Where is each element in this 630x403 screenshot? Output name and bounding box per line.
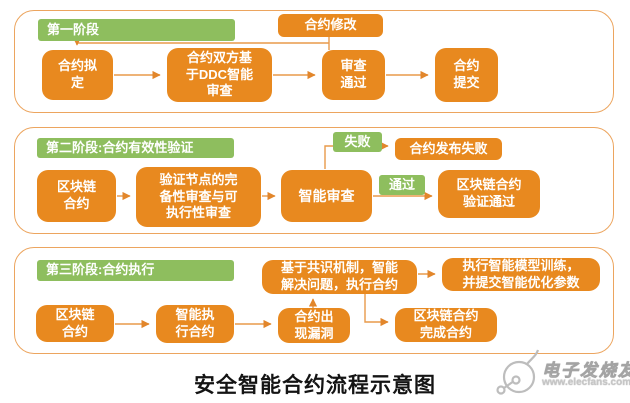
stage3-container	[14, 247, 614, 354]
node-vulnerability: 合约出 现漏洞	[278, 308, 350, 343]
node-blockchain-contract-s2: 区块链 合约	[37, 170, 116, 222]
node-verify-pass: 区块链合约 验证通过	[438, 170, 540, 218]
node-contract-draft: 合约拟 定	[42, 50, 113, 100]
stage1-container	[14, 10, 614, 113]
page-title: 安全智能合约流程示意图	[194, 374, 436, 397]
watermark-url: www.elecfans.com	[542, 377, 630, 388]
node-blockchain-contract-s3: 区块链 合约	[36, 305, 114, 342]
node-contract-modify: 合约修改	[278, 14, 383, 37]
node-smart-execute: 智能执 行合约	[156, 305, 234, 343]
stage2-container	[14, 127, 614, 234]
tag-fail: 失败	[333, 132, 382, 152]
tag-pass: 通过	[379, 175, 425, 195]
node-consensus-resolve: 基于共识机制，智能 解决问题，执行合约	[262, 260, 417, 294]
stage1-label: 第一阶段	[38, 19, 235, 41]
node-contract-complete: 区块链合约 完成合约	[395, 308, 497, 342]
watermark-brand: 电子发烧友	[542, 361, 630, 381]
node-publish-fail: 合约发布失败	[395, 138, 502, 160]
node-ddc-review: 合约双方基 于DDC智能 审查	[167, 48, 272, 102]
node-smart-review: 智能审查	[281, 170, 372, 222]
watermark-logo-icon	[496, 349, 540, 395]
node-model-training: 执行智能模型训练， 并提交智能优化参数	[442, 258, 600, 291]
stage3-label: 第三阶段:合约执行	[37, 260, 234, 281]
node-node-verification: 验证节点的完 备性审查与可 执行性审查	[136, 167, 261, 227]
node-contract-submit: 合约 提交	[435, 48, 498, 102]
watermark: 电子发烧友 www.elecfans.com	[494, 344, 630, 400]
node-review-pass: 审查 通过	[322, 50, 385, 100]
stage2-label: 第二阶段:合约有效性验证	[37, 138, 234, 158]
